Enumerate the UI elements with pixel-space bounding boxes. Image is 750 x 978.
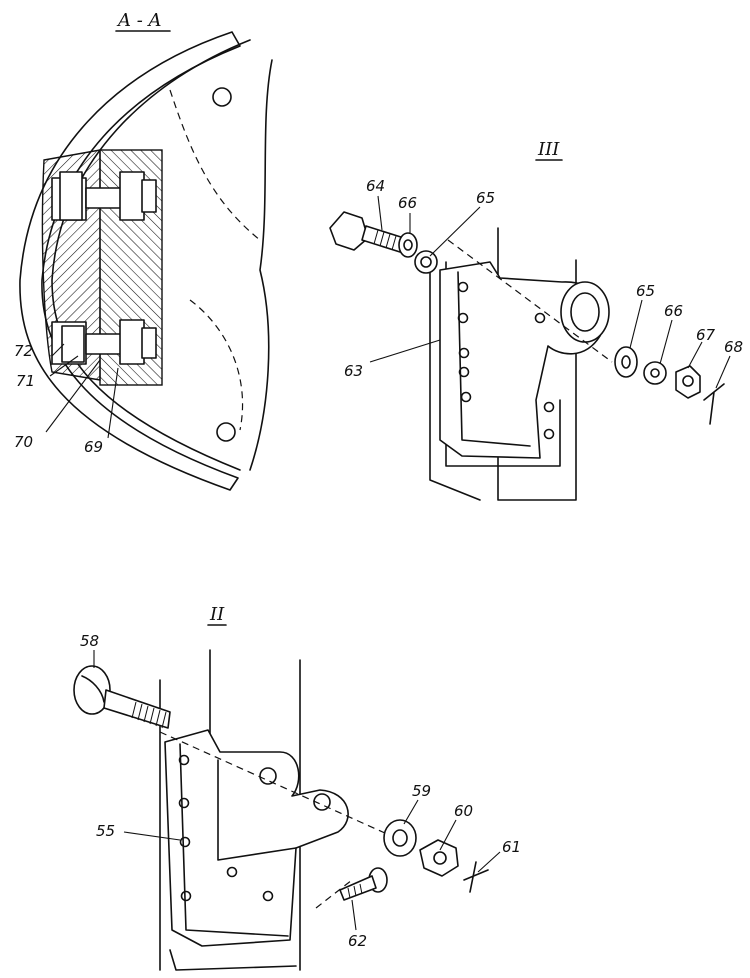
view-ii: II [73,604,521,971]
castle-nut-60 [419,839,459,877]
view-iii-title: III [537,139,560,160]
label-71: 71 [16,372,35,390]
washer-66-left [398,232,418,258]
mounting-hole-lower [216,422,236,442]
label-67: 67 [696,326,716,344]
label-69: 69 [84,438,103,456]
cotter-pin-68 [703,383,725,425]
bracket-55 [164,729,349,947]
castle-nut-67 [675,365,701,399]
view-iii: III [329,139,743,501]
washer-59 [383,819,417,857]
label-66-left: 66 [398,194,417,212]
label-60: 60 [454,802,473,820]
cotter-pin-61 [463,861,489,893]
label-62: 62 [348,932,367,950]
screw-62 [339,867,388,901]
washer-66-right [643,361,667,385]
label-61: 61 [502,838,521,856]
label-65-left: 65 [476,189,495,207]
washer-65-right [614,346,638,378]
label-66-right: 66 [664,302,683,320]
label-63: 63 [344,362,363,380]
label-59: 59 [412,782,431,800]
label-55: 55 [96,822,115,840]
label-72: 72 [14,342,33,360]
label-58: 58 [80,632,99,650]
washer-65-left [414,250,438,274]
label-68: 68 [724,338,743,356]
label-70: 70 [14,433,33,451]
section-a-a-title: A - A [116,10,162,31]
mounting-hole-upper [212,87,232,107]
view-ii-title: II [209,604,225,625]
bolt-58 [73,665,171,729]
bolt-64 [329,211,405,253]
section-a-a: A - A 72 71 70 69 [14,10,273,491]
label-65-right: 65 [636,282,655,300]
label-64: 64 [366,177,385,195]
